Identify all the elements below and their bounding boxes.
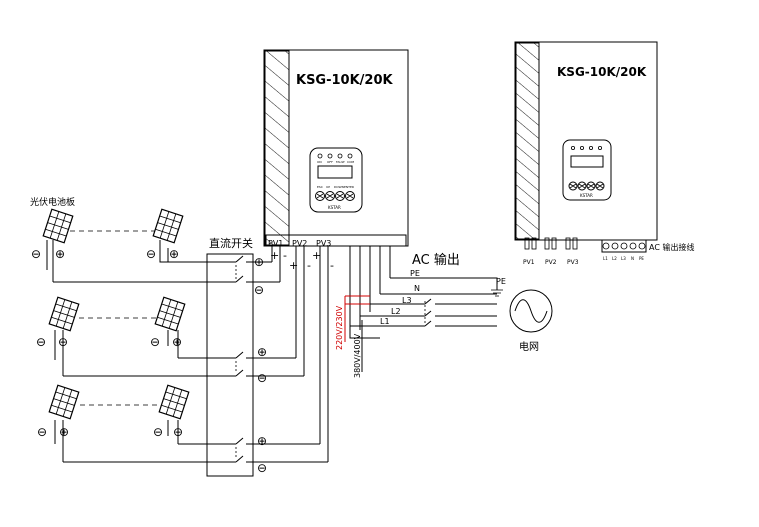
- panel1-minus: ⊖: [31, 247, 41, 261]
- switch3-minus: ⊖: [257, 461, 267, 475]
- led-label-fault: FAULT: [336, 160, 345, 164]
- grid-symbol: [509, 289, 553, 333]
- panel2-minus: ⊖: [146, 247, 156, 261]
- switch3-plus: ⊕: [257, 434, 267, 448]
- solar-panel-6: [158, 384, 190, 420]
- l3-line-label: L3: [402, 296, 412, 305]
- pv2-plus-sign: +: [289, 259, 298, 272]
- n-line-label: N: [414, 284, 420, 293]
- ac-output-wires: [344, 246, 503, 372]
- lcd-screen: [317, 165, 353, 179]
- ac-output-label: AC 输出: [412, 252, 460, 268]
- solar-panel-1: [42, 208, 74, 244]
- panel3-plus: ⊕: [58, 335, 68, 349]
- panel4-plus: ⊕: [172, 335, 182, 349]
- panel6-minus: ⊖: [153, 425, 163, 439]
- l1-line-label: L1: [380, 317, 390, 326]
- inverter-display-panel: ON OFF FAULT COM ESC UP DOWN ENTER KSTAR: [309, 147, 363, 213]
- inverter-brand: KSTAR: [328, 205, 341, 210]
- pe-line-label: PE: [410, 269, 420, 278]
- pv3-plus-sign: +: [312, 249, 321, 262]
- secondary-ac-terminals: [601, 239, 647, 253]
- btn-label-enter: ENTER: [344, 185, 354, 189]
- dc-switch-box: 直流开关: [53, 236, 328, 477]
- pv2-port-label: PV2: [292, 239, 307, 248]
- sine-wave-icon: [514, 299, 548, 323]
- main-inverter: KSG-10K/20K ON OFF FAULT COM ESC UP DOWN…: [263, 49, 409, 247]
- secondary-inverter: KSG-10K/20K KSTAR: [514, 41, 658, 253]
- pv1-plus-sign: +: [270, 249, 279, 262]
- dc-switch-enclosure: [206, 253, 254, 477]
- small-ac-l1: L1: [603, 256, 608, 261]
- voltage-black-label: 380V/400V: [353, 333, 362, 378]
- panel4-minus: ⊖: [150, 335, 160, 349]
- secondary-display-panel: KSTAR: [562, 139, 612, 201]
- panel5-plus: ⊕: [59, 425, 69, 439]
- dc-switch-label: 直流开关: [209, 236, 253, 250]
- pv-panel-label: 光伏电池板: [30, 196, 75, 208]
- voltage-red-label: 220V/230V: [335, 305, 344, 350]
- secondary-inverter-brand: KSTAR: [580, 193, 593, 198]
- small-pv3-label: PV3: [567, 259, 579, 266]
- led-label-on: ON: [317, 160, 322, 164]
- pe-ground-label: PE: [496, 277, 506, 286]
- ac-terminal-label: AC 输出接线: [649, 242, 694, 252]
- solar-panel-4: [154, 296, 186, 332]
- inverter-model: KSG-10K/20K: [296, 73, 394, 88]
- panel2-plus: ⊕: [169, 247, 179, 261]
- pv3-port-label: PV3: [316, 239, 331, 248]
- pv2-minus-sign: -: [307, 259, 311, 272]
- solar-panel-3: [48, 296, 80, 332]
- switch1-minus: ⊖: [254, 283, 264, 297]
- pv1-minus-sign: -: [283, 249, 287, 262]
- solar-panel-array: [42, 208, 190, 420]
- pv1-port-label: PV1: [268, 239, 283, 248]
- solar-panel-2: [152, 208, 184, 244]
- inverter-heatsink: [264, 50, 290, 246]
- secondary-inverter-heatsink: [515, 42, 540, 240]
- grid-circle: [509, 289, 553, 333]
- panel3-minus: ⊖: [36, 335, 46, 349]
- switch2-minus: ⊖: [257, 371, 267, 385]
- led-label-com: COM: [347, 160, 354, 164]
- pv-terminal-wires: [271, 246, 329, 462]
- small-ac-pe: PE: [639, 256, 644, 261]
- small-ac-l2: L2: [612, 256, 617, 261]
- small-ac-l3: L3: [621, 256, 626, 261]
- panel5-minus: ⊖: [37, 425, 47, 439]
- pv3-minus-sign: -: [330, 259, 334, 272]
- secondary-inverter-body: [514, 41, 658, 241]
- panel1-plus: ⊕: [55, 247, 65, 261]
- small-pv1-label: PV1: [523, 259, 535, 266]
- esc-button: [315, 191, 325, 201]
- secondary-inverter-model: KSG-10K/20K: [557, 65, 647, 79]
- btn-label-up: UP: [326, 185, 330, 189]
- solar-panel-5: [48, 384, 80, 420]
- switch1-plus: ⊕: [254, 255, 264, 269]
- btn-label-esc: ESC: [317, 185, 323, 189]
- panel-leads: [46, 240, 179, 462]
- panel6-plus: ⊕: [173, 425, 183, 439]
- led-label-off: OFF: [327, 160, 333, 164]
- btn-label-down: DOWN: [334, 185, 344, 189]
- small-ac-n: N: [631, 256, 634, 261]
- l2-line-label: L2: [391, 307, 401, 316]
- down-button: [335, 191, 345, 201]
- small-pv2-label: PV2: [545, 259, 557, 266]
- up-button: [325, 191, 335, 201]
- grid-label: 电网: [519, 340, 539, 353]
- switch2-plus: ⊕: [257, 345, 267, 359]
- enter-button: [345, 191, 355, 201]
- secondary-pv-connectors: [524, 237, 578, 250]
